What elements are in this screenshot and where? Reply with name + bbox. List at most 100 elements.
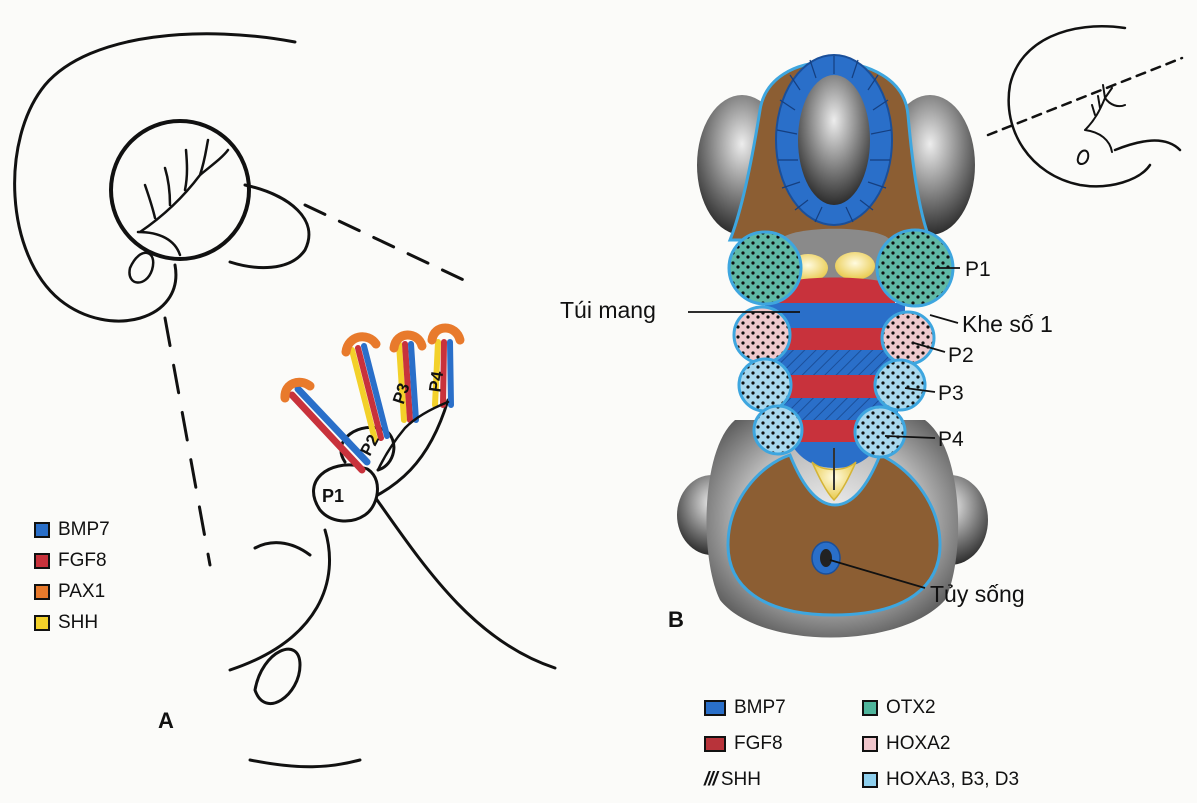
cap-pax1-3 <box>389 330 427 353</box>
stripe-bmp7-1 <box>765 303 905 332</box>
inset-branches <box>1084 84 1126 153</box>
label-a-p1: P1 <box>322 486 344 506</box>
label-a-p4: P4 <box>425 369 447 393</box>
inset-embryo <box>986 25 1184 188</box>
line-p4 <box>884 435 936 439</box>
arch-base-lines <box>376 400 450 472</box>
enlarged-outline <box>228 398 557 769</box>
strip-shh-4 <box>432 339 441 408</box>
arch-p2-right <box>880 310 936 366</box>
shh-bump-mid <box>835 252 875 280</box>
legend-a-fgf8: FGF8 <box>34 545 110 576</box>
label-b-p3: P3 <box>938 382 964 405</box>
inset-inner-curve <box>1113 139 1182 152</box>
legend-b-fgf8-label: FGF8 <box>734 733 783 754</box>
strip-fgf8-2 <box>355 345 384 441</box>
legend-panel-b-right: OTX2 HOXA2 HOXA3, B3, D3 <box>862 690 1019 798</box>
swatch-hoxa2 <box>862 736 878 752</box>
arch-strips-a <box>280 323 465 474</box>
arch-p1-left <box>727 230 803 306</box>
line-cleft <box>929 314 959 324</box>
label-b-pouch: Túi mang <box>560 297 656 323</box>
neural-tube-lumen <box>798 75 870 205</box>
line-p2 <box>913 342 946 353</box>
swatch-pax1 <box>34 583 50 600</box>
legend-a-bmp7-label: BMP7 <box>58 518 110 540</box>
strip-fgf8-4 <box>440 339 447 408</box>
legend-b-shh-label: SHH <box>720 769 761 790</box>
label-b-cleft: Khe số 1 <box>962 311 1053 337</box>
legend-a-bmp7: BMP7 <box>34 514 110 545</box>
stripe-shh-2 <box>768 350 902 375</box>
legend-a-shh: SHH <box>34 607 110 638</box>
strip-bmp7-4 <box>447 339 454 408</box>
label-b-p1: P1 <box>965 258 991 281</box>
legend-panel-b-left: BMP7 FGF8 /// SHH <box>704 690 786 798</box>
legend-panel-a: BMP7 FGF8 PAX1 SHH <box>34 514 110 638</box>
enlarged-eye <box>253 647 302 705</box>
stripe-fgf8-3 <box>775 375 895 398</box>
strip-shh-2 <box>349 347 378 443</box>
embryo-head-outline <box>13 32 297 323</box>
legend-b-otx2-label: OTX2 <box>886 697 936 718</box>
strip-bmp7-2 <box>361 343 390 439</box>
cap-pax1-1 <box>280 377 315 403</box>
embryo-eye <box>128 251 155 284</box>
inset-head-outline <box>1007 25 1152 188</box>
mesenchyme-lower <box>726 453 942 617</box>
cap-pax1-2 <box>341 332 381 357</box>
legend-b-hoxa3-label: HOXA3, B3, D3 <box>886 769 1020 790</box>
legend-b-hoxa2: HOXA2 <box>862 726 1019 762</box>
swatch-hoxa3 <box>862 772 878 788</box>
label-b-cord: Tủy sống <box>930 581 1025 607</box>
swatch-fgf8 <box>34 552 50 569</box>
legend-a-fgf8-label: FGF8 <box>58 549 107 571</box>
callout-lines <box>688 267 960 589</box>
magnifier-circle <box>109 119 251 261</box>
line-p3 <box>904 387 936 393</box>
label-b-p4: P4 <box>938 428 964 451</box>
arch-p3-left <box>737 357 793 413</box>
legend-b-hoxa2-label: HOXA2 <box>886 733 951 754</box>
panel-b: P1 Khe số 1 Túi mang P2 P3 P4 Tủy sống B <box>560 54 1053 638</box>
panel-b-letter: B <box>668 607 684 632</box>
arch-p4-right <box>853 405 907 459</box>
zoom-line-lower <box>163 316 212 567</box>
arch-p2-left <box>732 305 792 365</box>
line-cord <box>829 559 926 589</box>
hatch-marker: /// <box>704 769 718 790</box>
zoom-line-upper <box>303 203 472 285</box>
strip-fgf8-3 <box>402 341 413 423</box>
legend-b-bmp7-label: BMP7 <box>734 697 786 718</box>
arch-p4-left <box>752 404 804 456</box>
legend-b-fgf8: FGF8 <box>704 726 786 762</box>
swatch-otx2 <box>862 700 878 716</box>
embryo-inner-curve <box>228 183 311 270</box>
panel-a-letter: A <box>158 708 174 733</box>
strip-fgf8-1 <box>288 391 366 474</box>
inset-section-line <box>986 56 1184 137</box>
strip-shh-3 <box>396 341 407 423</box>
legend-a-pax1-label: PAX1 <box>58 580 106 602</box>
swatch-b-bmp7 <box>704 700 726 716</box>
strip-bmp7-1 <box>294 385 371 466</box>
label-b-p2: P2 <box>948 344 974 367</box>
cap-pax1-4 <box>427 323 465 345</box>
stripe-fgf8-2 <box>772 328 898 350</box>
legend-b-shh: /// SHH <box>704 762 786 798</box>
arch-branches-small <box>136 138 230 257</box>
arch-p3-right <box>873 358 927 412</box>
spinal-cord-lumen <box>820 549 832 567</box>
legend-b-hoxa3: HOXA3, B3, D3 <box>862 762 1019 798</box>
legend-b-bmp7: BMP7 <box>704 690 786 726</box>
swatch-b-fgf8 <box>704 736 726 752</box>
swatch-shh <box>34 614 50 631</box>
swatch-bmp7 <box>34 521 50 538</box>
strip-bmp7-3 <box>408 341 419 423</box>
legend-b-otx2: OTX2 <box>862 690 1019 726</box>
neural-tube-ticks <box>776 56 892 223</box>
legend-a-shh-label: SHH <box>58 611 99 633</box>
p1-bulge <box>312 463 379 523</box>
stripe-fgf8-1 <box>775 277 895 305</box>
inset-eye <box>1076 149 1090 165</box>
